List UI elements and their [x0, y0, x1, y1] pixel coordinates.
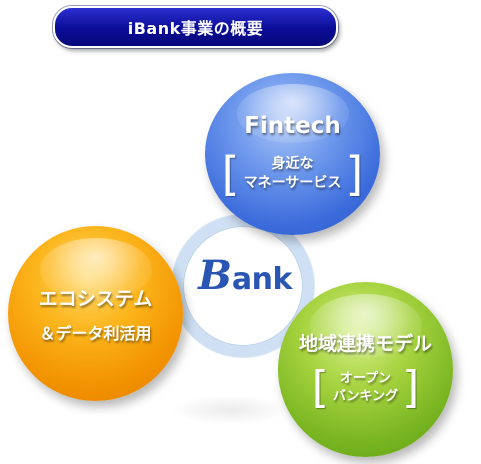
- regional-title: 地域連携モデル: [298, 333, 432, 355]
- bubble-ecosystem: エコシステム ＆データ利活用: [8, 226, 183, 401]
- regional-bracket-group: [ オープン バンキング ]: [312, 366, 420, 410]
- bubble-regional-model: 地域連携モデル [ オープン バンキング ]: [278, 282, 453, 457]
- logo-rest: ank: [231, 262, 293, 297]
- floor-shadow: [170, 395, 290, 425]
- open-bracket: [: [221, 147, 240, 201]
- regional-lines: オープン バンキング: [329, 370, 402, 406]
- fintech-line-2: マネーサービス: [243, 175, 342, 191]
- regional-line-2: バンキング: [332, 389, 399, 404]
- fintech-title: Fintech: [244, 113, 341, 139]
- bubble-fintech: Fintech [ 身近な マネーサービス ]: [205, 73, 380, 235]
- banner-title: iBank事業の概要: [127, 19, 264, 38]
- fintech-lines: 身近な マネーサービス: [240, 155, 346, 193]
- regional-line-1: オープン: [339, 371, 392, 386]
- fintech-bracket-group: [ 身近な マネーサービス ]: [222, 151, 364, 197]
- ecosystem-subtitle: ＆データ利活用: [39, 324, 152, 343]
- close-bracket: ]: [345, 147, 364, 201]
- open-bracket: [: [311, 362, 329, 413]
- title-banner: iBank事業の概要: [53, 6, 338, 48]
- logo-initial: B: [198, 252, 232, 299]
- ibank-logo: B ank: [190, 256, 300, 304]
- fintech-line-1: 身近な: [271, 156, 314, 172]
- close-bracket: ]: [402, 362, 420, 413]
- ecosystem-title: エコシステム: [38, 288, 153, 310]
